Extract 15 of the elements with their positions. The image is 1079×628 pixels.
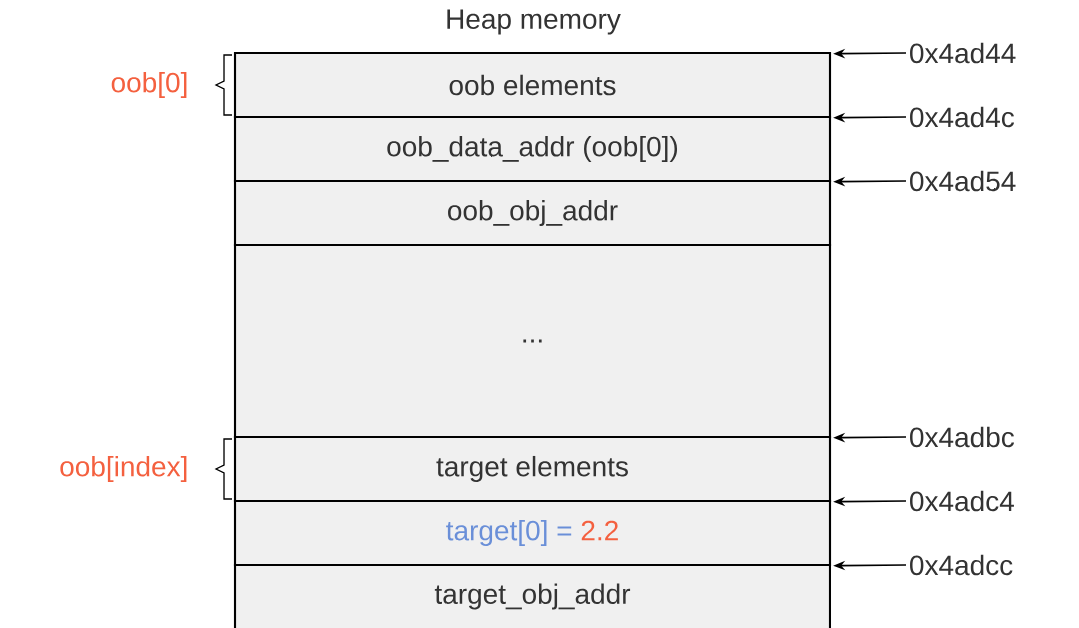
- address-label: 0x4adcc: [910, 554, 1013, 576]
- heading: Heap memory: [447, 9, 621, 35]
- memory-cell: oob_obj_addr: [233, 179, 832, 247]
- address-label: 0x4adc4: [910, 490, 1014, 512]
- address-label: 0x4ad4c: [910, 106, 1015, 128]
- address-label: 0x4ad54: [910, 170, 1016, 192]
- memory-cell: target_obj_addr: [233, 563, 832, 628]
- address-label: 0x4ad44: [910, 42, 1016, 64]
- side-label: oob[index]: [60, 455, 187, 483]
- side-label: oob[0]: [111, 71, 187, 99]
- memory-cell: target elements: [233, 435, 832, 503]
- memory-cell: target[0] = 2.2: [233, 499, 832, 567]
- memory-cell: oob_data_addr (oob[0]): [233, 115, 832, 183]
- address-label: 0x4adbc: [910, 426, 1015, 448]
- memory-cell: oob elements: [233, 51, 832, 119]
